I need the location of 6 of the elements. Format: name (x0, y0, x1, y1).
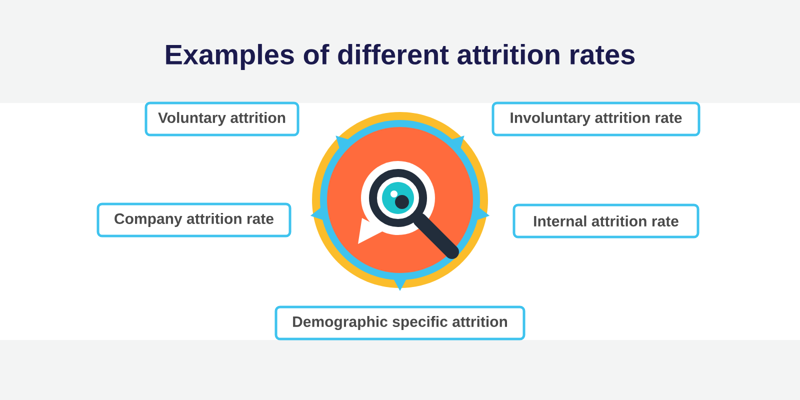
label-box: Company attrition rate (96, 202, 292, 238)
title: Examples of different attrition rates (166, 44, 635, 70)
label-box: Voluntary attrition (144, 102, 300, 136)
label-box: Demographic specific attrition (274, 306, 526, 340)
label-box: Involuntary attrition rate (492, 102, 700, 136)
label-box: Internal attrition rate (512, 204, 700, 238)
